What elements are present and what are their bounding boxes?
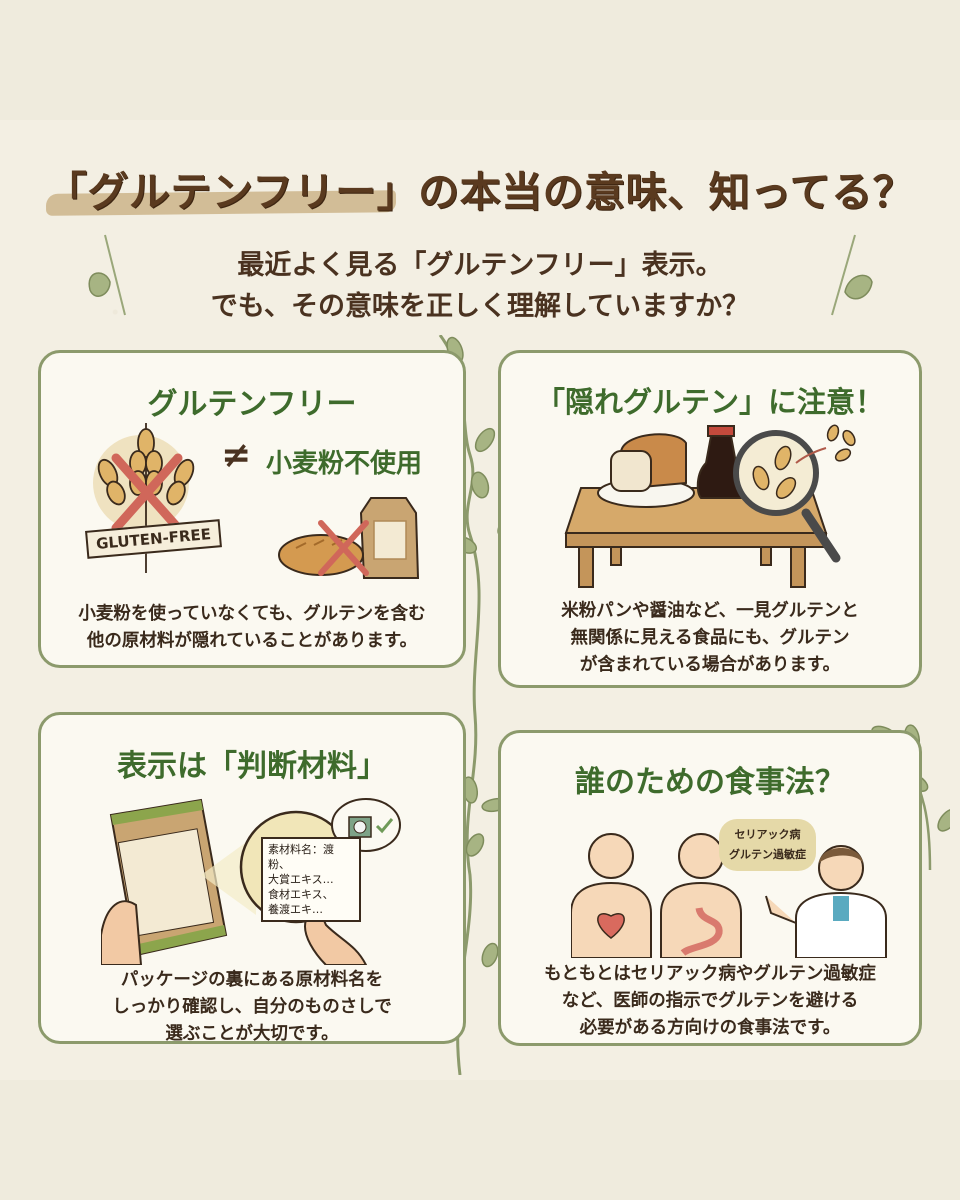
card-title: 表示は「判断材料」	[117, 749, 387, 784]
card-title: 「隠れグルテン」に注意！	[535, 385, 884, 419]
card-title: グルテンフリー	[147, 387, 357, 422]
card-body-line: 選ぶことが大切です。	[165, 1024, 339, 1044]
people-doctor-illustration	[571, 833, 887, 958]
ingredient-line: 食材エキス、	[268, 888, 334, 901]
bubble-line: グルテン過敏症	[729, 848, 806, 861]
bubble-line: セリアック病	[734, 828, 801, 841]
card-body-line: 小麦粉を使っていなくても、グルテンを含む	[78, 604, 426, 624]
page-title: 「グルテンフリー」の本当の意味、知ってる？	[45, 168, 915, 216]
ingredient-line: 素材料名：渡粉、	[268, 843, 334, 871]
card-label-judgement: 表示は「判断材料」 素材料名：渡粉、 大賞エキス… 食材エキス、	[38, 712, 466, 1044]
card-title: 誰のための食事法？	[575, 765, 845, 800]
wheat-icon	[93, 423, 195, 573]
subtitle-line-2: でも、その意味を正しく理解していますか？	[210, 291, 750, 322]
card-body-line: など、医師の指示でグルテンを避ける	[561, 991, 859, 1011]
speech-bubble: セリアック病 グルテン過敏症	[719, 819, 816, 871]
card-body-line: 米粉パンや醤油など、一見グルテンと	[561, 601, 859, 621]
leaf-right-icon	[831, 234, 873, 316]
ingredient-line: 大賞エキス…	[268, 873, 334, 886]
card-gluten-free: グルテンフリー GLUTEN-FREE ≠ 小麦粉不使用	[38, 350, 466, 668]
bread-flour-icon	[278, 497, 420, 579]
card-body: パッケージの裏にある原材料名を しっかり確認し、自分のものさしで 選ぶことが大切…	[41, 967, 463, 1048]
card-body: 米粉パンや醤油など、一見グルテンと 無関係に見える食品にも、グルテン が含まれて…	[501, 598, 919, 679]
not-equal-symbol: ≠	[221, 435, 252, 476]
ingredient-label: 素材料名：渡粉、 大賞エキス… 食材エキス、 養渡エキ…	[261, 837, 361, 922]
card-body: 小麦粉を使っていなくても、グルテンを含む 他の原材料が隠れていることがあります。	[41, 601, 463, 655]
card-body-line: が含まれている場合があります。	[579, 655, 841, 675]
card-body-line: パッケージの裏にある原材料名を	[120, 970, 384, 990]
card-body: もともとはセリアック病やグルテン過敏症 など、医師の指示でグルテンを避ける 必要…	[501, 961, 919, 1042]
card-who-is-it-for: 誰のための食事法？ セリアック病 グルテン過敏症 もともとはセリアック病やグルテ…	[498, 730, 922, 1046]
card-body-line: もともとはセリアック病やグルテン過敏症	[544, 964, 876, 984]
subtitle: 最近よく見る「グルテンフリー」表示。 でも、その意味を正しく理解していますか？	[0, 245, 960, 327]
flour-free-label: 小麦粉不使用	[266, 449, 423, 479]
card-body-line: 必要がある方向けの食事法です。	[579, 1018, 841, 1038]
leaf-left-icon	[88, 234, 126, 316]
card-body-line: 無関係に見える食品にも、グルテン	[570, 628, 850, 648]
subtitle-line-1: 最近よく見る「グルテンフリー」表示。	[237, 250, 723, 281]
card-body-line: 他の原材料が隠れていることがあります。	[86, 631, 418, 651]
hidden-gluten-illustration	[564, 424, 856, 588]
card-body-line: しっかり確認し、自分のものさしで	[112, 997, 392, 1017]
ingredient-line: 養渡エキ…	[268, 903, 323, 916]
infographic-poster: 「グルテンフリー」の本当の意味、知ってる？ 最近よく見る「グルテンフリー」表示。…	[0, 120, 960, 1080]
card-hidden-gluten: 「隠れグルテン」に注意！	[498, 350, 922, 688]
